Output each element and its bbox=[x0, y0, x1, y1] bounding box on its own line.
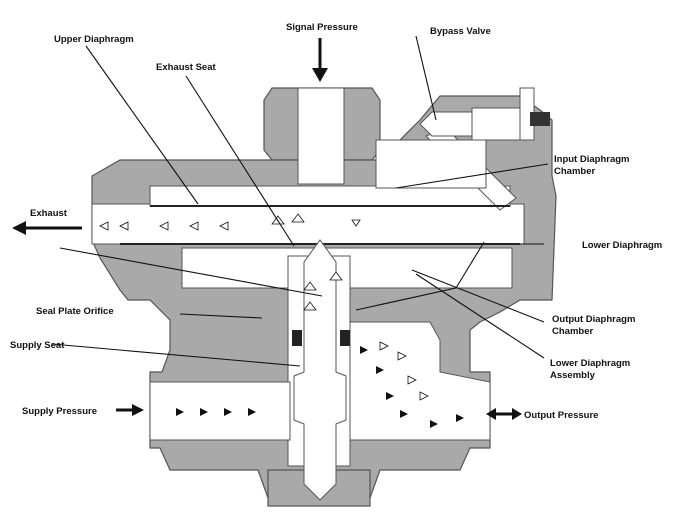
label-signal-pressure: Signal Pressure bbox=[286, 22, 358, 33]
label-output-chamber-line1: Output Diaphragm bbox=[552, 314, 635, 325]
label-input-chamber-line1: Input Diaphragm bbox=[554, 154, 629, 165]
label-lower-assembly-line2: Assembly bbox=[550, 370, 596, 381]
flow-arrows bbox=[99, 213, 464, 428]
output-pressure-arrow bbox=[486, 408, 522, 420]
label-seal-plate-orifice: Seal Plate Orifice bbox=[36, 306, 114, 317]
label-bypass-valve: Bypass Valve bbox=[430, 26, 491, 37]
label-lower-assembly-line1: Lower Diaphragm bbox=[550, 358, 630, 369]
label-supply-pressure: Supply Pressure bbox=[22, 406, 97, 417]
signal-pressure-arrow bbox=[312, 38, 328, 82]
label-output-chamber-line2: Chamber bbox=[552, 326, 593, 337]
bypass-valve bbox=[419, 87, 550, 141]
label-exhaust: Exhaust bbox=[30, 208, 68, 219]
label-lower-diaphragm: Lower Diaphragm bbox=[582, 240, 662, 251]
supply-pressure-arrow bbox=[116, 404, 144, 416]
exhaust-arrow bbox=[12, 221, 82, 235]
label-supply-seat: Supply Seat bbox=[10, 340, 65, 351]
labels: Signal Pressure Bypass Valve Upper Diaph… bbox=[10, 22, 662, 421]
label-output-pressure: Output Pressure bbox=[524, 410, 598, 421]
label-input-chamber-line2: Chamber bbox=[554, 166, 595, 177]
supply-stem bbox=[292, 239, 350, 501]
label-exhaust-seat: Exhaust Seat bbox=[156, 62, 216, 73]
leader-lines bbox=[51, 35, 549, 367]
label-upper-diaphragm: Upper Diaphragm bbox=[54, 34, 134, 45]
